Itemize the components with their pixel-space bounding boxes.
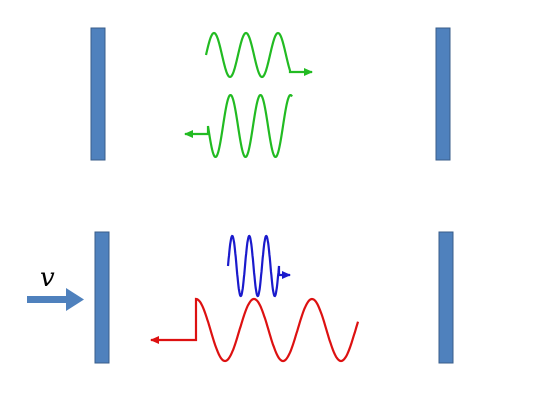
velocity-arrow-icon [27,288,84,311]
velocity-label: v [40,263,55,293]
red-wave-leftward [150,297,360,363]
bottom-cavity [27,231,454,364]
blue-wave-rightward [226,234,291,298]
green-wave-leftward [184,94,293,158]
top-right-mirror [435,27,451,161]
green-wave-rightward [204,31,313,79]
bottom-right-mirror [438,231,454,364]
top-left-mirror [90,27,106,161]
top-cavity [90,27,451,161]
bottom-left-mirror [94,231,110,364]
